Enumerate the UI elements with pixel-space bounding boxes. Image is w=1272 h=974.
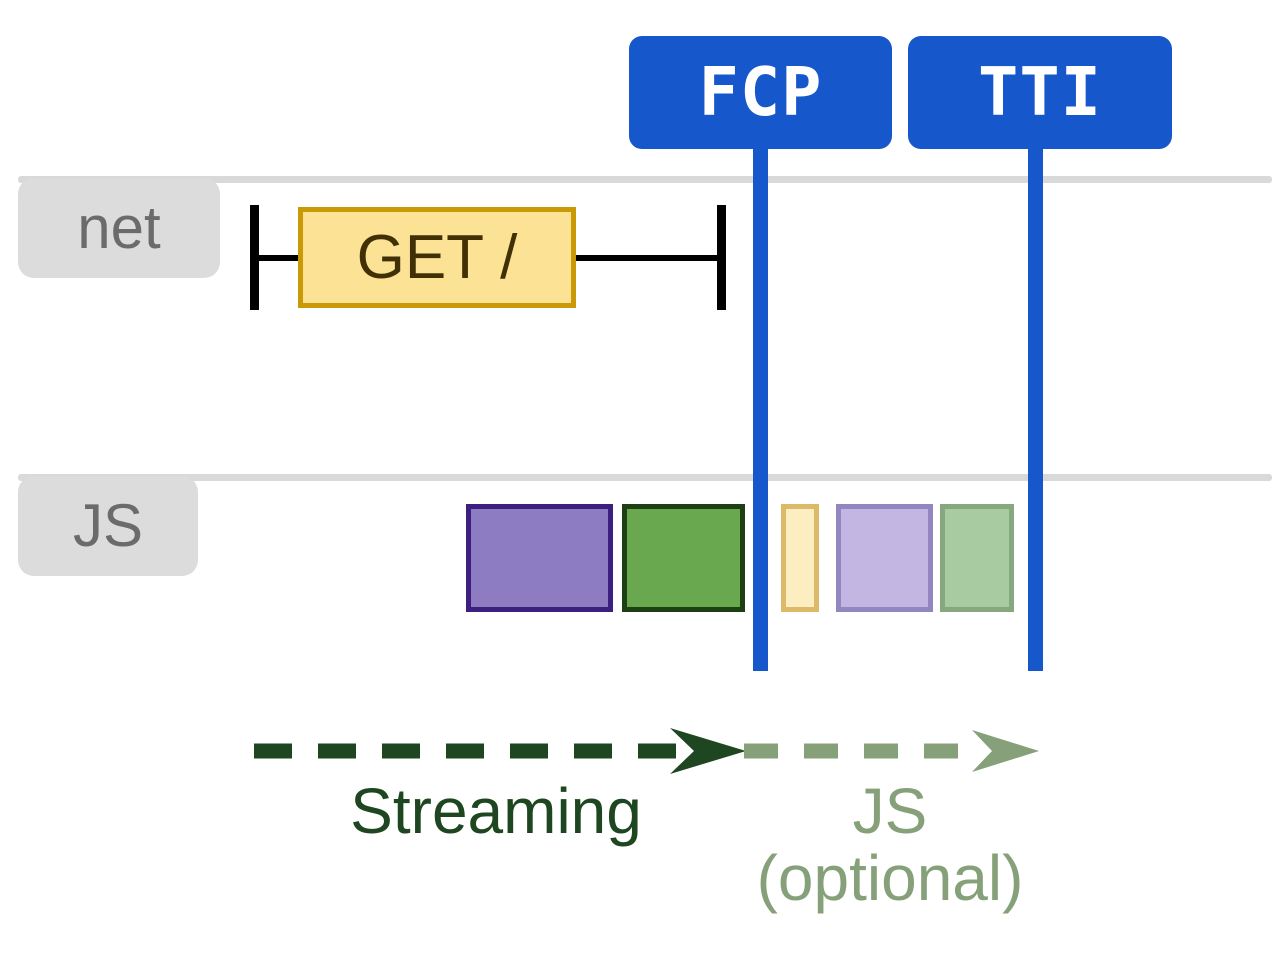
streaming-arrow-icon	[254, 728, 746, 774]
milestone-flag-tti[interactable]: TTI	[908, 36, 1172, 149]
js-task-block	[622, 504, 745, 612]
row-rule-net	[18, 176, 1272, 183]
milestone-line-fcp	[753, 140, 768, 671]
js-task-block	[466, 504, 613, 612]
row-label-net-text: net	[77, 194, 161, 261]
js-task-block	[940, 504, 1014, 612]
milestone-flag-fcp[interactable]: FCP	[629, 36, 892, 149]
row-label-js: JS	[18, 476, 198, 576]
network-request-box: GET /	[298, 207, 576, 308]
network-request-label: GET /	[356, 222, 518, 292]
streaming-caption: Streaming	[250, 778, 742, 845]
milestone-label-fcp: FCP	[698, 53, 823, 131]
row-rule-js	[18, 474, 1272, 481]
milestone-line-tti	[1028, 140, 1043, 671]
network-request-bar: GET /	[250, 205, 726, 310]
network-bar-start-cap	[250, 205, 259, 310]
js-task-block	[781, 504, 819, 612]
optional-js-caption: JS (optional)	[740, 778, 1040, 911]
js-task-block	[836, 504, 933, 612]
row-label-net: net	[18, 178, 220, 278]
optional-js-arrow-icon	[744, 730, 1039, 772]
optional-js-caption-line-2: (optional)	[756, 841, 1024, 914]
network-bar-end-cap	[717, 205, 726, 310]
row-label-js-text: JS	[72, 492, 144, 559]
streaming-caption-text: Streaming	[350, 775, 642, 847]
milestone-label-tti: TTI	[977, 53, 1102, 131]
optional-js-caption-line-1: JS	[852, 775, 928, 847]
